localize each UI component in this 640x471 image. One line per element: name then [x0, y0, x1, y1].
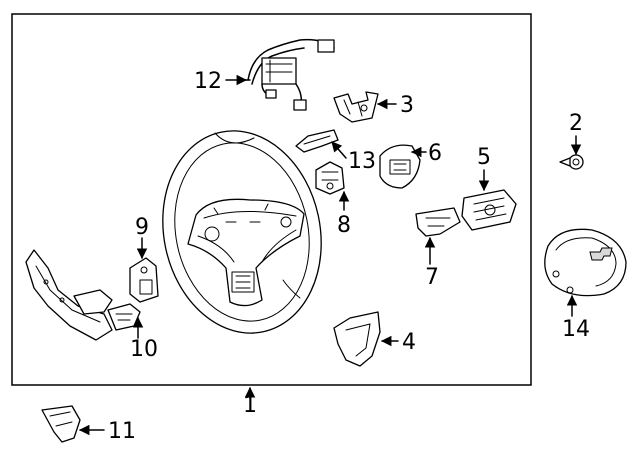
bolt-2 [559, 154, 584, 170]
wiring-harness-12 [239, 38, 335, 111]
bezel-7 [415, 207, 461, 237]
callout-11: 11 [108, 419, 136, 444]
callout-3: 3 [400, 93, 414, 118]
switch-panel-5 [461, 189, 517, 231]
bezel-10 [73, 289, 141, 331]
callout-10: 10 [130, 337, 158, 362]
callout-6: 6 [428, 141, 442, 166]
leader-lines [78, 74, 582, 436]
assembly-frame [11, 13, 532, 386]
callout-5: 5 [477, 145, 491, 170]
switch-6 [379, 144, 421, 189]
callout-8: 8 [337, 213, 351, 238]
callout-14: 14 [562, 317, 590, 342]
callout-13: 13 [348, 149, 376, 174]
callout-9: 9 [135, 215, 149, 240]
callout-7: 7 [425, 265, 439, 290]
callout-12: 12 [194, 69, 222, 94]
switch-9 [129, 257, 159, 303]
steering-wheel [162, 130, 322, 334]
switch-8 [315, 161, 345, 195]
callout-1: 1 [243, 393, 257, 418]
trim-cover-11 [41, 405, 81, 443]
left-trim [25, 249, 113, 341]
callout-4: 4 [402, 330, 416, 355]
air-bag-module-14 [544, 228, 627, 297]
trim-13 [295, 129, 339, 153]
callout-2: 2 [569, 111, 583, 136]
lower-cover-4 [333, 311, 381, 367]
bracket-3 [333, 91, 379, 123]
